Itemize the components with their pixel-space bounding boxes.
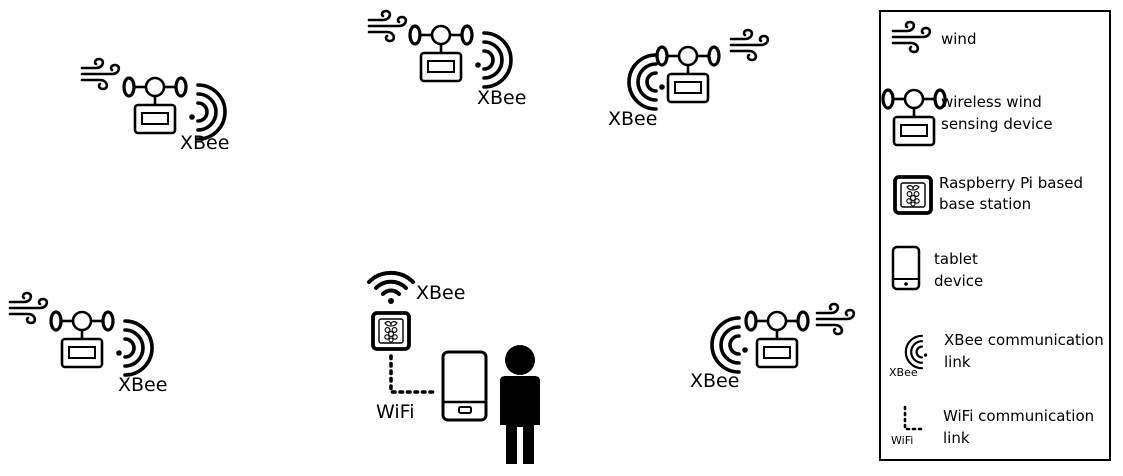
xbee-label: XBee <box>608 108 657 130</box>
sensor-node-4: XBee <box>8 291 167 396</box>
xbee-label: XBee <box>180 132 229 154</box>
legend: wind wireless wind sensing device Raspbe… <box>879 10 1111 461</box>
svg-text:XBee: XBee <box>889 366 918 379</box>
svg-text:base station: base station <box>939 195 1031 213</box>
wind-icon <box>80 57 121 91</box>
svg-text:tablet: tablet <box>934 250 978 268</box>
xbee-label: XBee <box>477 87 526 109</box>
wifi-label: WiFi <box>376 401 414 423</box>
svg-text:XBee communication: XBee communication <box>944 331 1104 349</box>
svg-text:wind: wind <box>941 30 976 48</box>
xbee-signal-icon <box>114 319 154 377</box>
svg-text:Raspberry Pi based: Raspberry Pi based <box>939 174 1083 192</box>
svg-text:WiFi: WiFi <box>891 434 913 447</box>
wireless-wind-sensing-device-icon <box>122 76 188 135</box>
svg-text:link: link <box>944 353 971 371</box>
legend-item-wifi-link: WiFi WiFi communication link <box>891 405 1094 447</box>
sensor-node-5: XBee <box>690 302 856 392</box>
xbee-label: XBee <box>690 370 739 392</box>
xbee-label: XBee <box>118 374 167 396</box>
wind-icon <box>891 20 932 54</box>
xbee-link-icon <box>904 334 929 370</box>
wifi-link-icon <box>903 405 923 431</box>
wireless-wind-sensing-device-icon <box>655 45 721 104</box>
svg-text:device: device <box>934 272 983 290</box>
base-xbee-label: XBee <box>416 282 465 304</box>
svg-text:link: link <box>943 429 970 447</box>
xbee-signal-icon <box>187 83 227 141</box>
sensor-node-3: XBee <box>608 28 770 130</box>
xbee-signal-icon <box>367 270 415 306</box>
sensor-node-2: XBee <box>367 9 526 109</box>
legend-item-tablet: tablet device <box>891 245 983 291</box>
wind-icon <box>367 9 408 43</box>
xbee-signal-icon <box>710 316 750 374</box>
legend-item-xbee-link: XBee XBee communication link <box>889 331 1104 379</box>
xbee-signal-icon <box>473 31 513 89</box>
tablet-icon <box>891 245 921 291</box>
legend-item-wind: wind <box>891 20 976 54</box>
svg-text:sensing device: sensing device <box>941 115 1053 133</box>
raspberry-pi-base-station-icon <box>371 311 411 351</box>
wifi-link-line <box>389 354 439 394</box>
raspberry-pi-base-station-icon <box>893 175 933 215</box>
wireless-wind-sensing-device-icon <box>408 24 474 83</box>
wind-icon <box>815 302 856 336</box>
svg-text:wireless wind: wireless wind <box>941 93 1042 111</box>
tablet-icon <box>441 350 488 422</box>
wireless-wind-sensing-device-icon <box>49 310 115 369</box>
wireless-wind-sensing-device-icon <box>744 310 810 369</box>
person-icon <box>500 345 540 464</box>
legend-item-base-station: Raspberry Pi based base station <box>893 174 1083 215</box>
wireless-wind-sensing-device-icon <box>881 88 947 147</box>
legend-item-sensor: wireless wind sensing device <box>881 88 1053 147</box>
svg-text:WiFi communication: WiFi communication <box>943 407 1094 425</box>
base-station-group: XBee WiFi <box>367 270 540 464</box>
wind-icon <box>729 28 770 62</box>
sensor-node-1: XBee <box>80 57 229 154</box>
wind-icon <box>8 291 49 325</box>
